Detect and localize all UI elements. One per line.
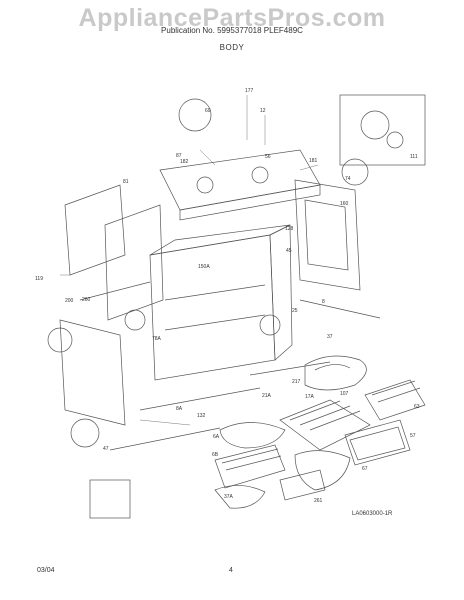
detail-circle-bottom-left: [70, 418, 100, 448]
callout-87: 87: [176, 153, 182, 159]
callout-69: 69: [205, 108, 211, 114]
oven-cavity: [149, 224, 293, 381]
callout-107: 107: [340, 391, 349, 397]
lower-element: [294, 450, 351, 491]
callout-17A: 17A: [305, 394, 315, 400]
callout-21A: 21A: [262, 393, 272, 399]
callout-57: 57: [410, 433, 416, 439]
callout-45: 45: [286, 248, 292, 254]
publication-header: Publication No. 5995377018 PLEF489C: [161, 26, 303, 35]
callout-182: 182: [180, 159, 189, 165]
figure-code: LA0603000-1R: [352, 511, 393, 517]
callout-150A: 150A: [198, 264, 210, 270]
lower-grill: [214, 444, 286, 489]
callout-160: 160: [340, 201, 349, 207]
callout-74: 74: [345, 176, 351, 182]
cooktop-panel: [159, 149, 321, 221]
detail-box-bottom-left: [89, 479, 131, 519]
callout-111: 111: [410, 154, 418, 160]
callout-47: 47: [103, 446, 109, 452]
callout-217: 217: [292, 379, 301, 385]
detail-circle-left: [47, 309, 146, 353]
footer-date: 03/04: [37, 567, 55, 574]
callout-63: 63: [414, 404, 420, 410]
callout-119: 119: [35, 276, 43, 282]
left-front-panel: [59, 319, 126, 426]
callout-261: 261: [314, 498, 323, 504]
detail-circle-right: [341, 158, 369, 186]
bottom-rails: [79, 281, 381, 451]
callout-177: 177: [245, 88, 254, 94]
callout-37A: 37A: [224, 494, 234, 500]
callout-200: 200: [65, 298, 74, 304]
callout-132: 132: [197, 413, 206, 419]
page-number: 4: [229, 567, 233, 574]
drip-tray: [279, 469, 326, 501]
callout-6A: 6A: [213, 434, 220, 440]
callout-8A: 8A: [176, 406, 183, 412]
callout-128: 128: [285, 226, 294, 232]
callout-6B: 6B: [212, 452, 219, 458]
detail-circle-top: [178, 98, 212, 132]
callout-67: 67: [362, 466, 368, 472]
right-door-panel: [294, 179, 361, 291]
callout-12: 12: [260, 108, 266, 114]
broil-pan: [344, 419, 411, 466]
leader-lines: [60, 95, 319, 426]
bake-element: [219, 422, 286, 449]
burner-element: [214, 485, 266, 509]
callout-81: 81: [123, 179, 129, 185]
callout-25: 25: [292, 308, 298, 314]
oven-racks: [279, 379, 426, 451]
callout-37: 37: [327, 334, 333, 340]
broil-element: [304, 355, 367, 391]
left-side-panel: [64, 184, 164, 321]
callout-260: 260: [82, 297, 91, 303]
watermark: AppliancePartsPros.com: [78, 4, 386, 32]
callout-78A: 78A: [152, 336, 162, 342]
callout-181: 181: [309, 158, 318, 164]
callout-8: 8: [322, 299, 325, 305]
callout-56: 56: [265, 154, 271, 160]
diagram-title: BODY: [219, 43, 245, 52]
detail-circle-fan: [339, 94, 426, 166]
